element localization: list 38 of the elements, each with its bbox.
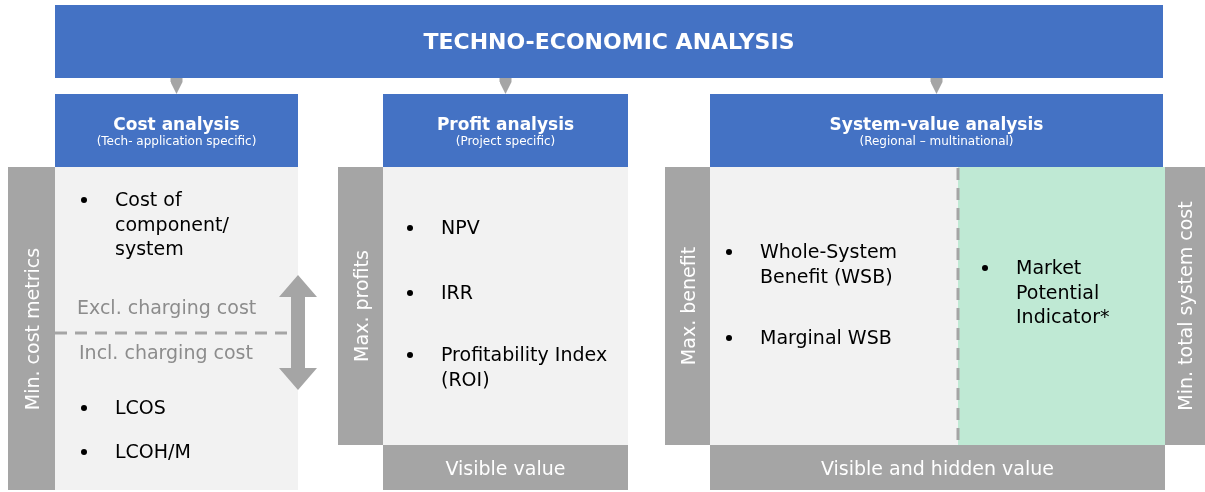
content-panel	[55, 167, 298, 490]
header-subtitle: (Tech- application specific)	[96, 133, 257, 148]
content-panel	[383, 167, 628, 445]
bullet-item: Whole-System Benefit (WSB)	[760, 240, 898, 287]
header-title: Cost analysis	[113, 113, 240, 134]
content-panel	[958, 167, 1165, 445]
footer-bar: Visible and hidden value	[710, 445, 1165, 490]
bullet-item: Marginal WSB	[760, 326, 892, 348]
arrow	[930, 78, 943, 94]
arrow	[499, 78, 512, 94]
footer-bar: Visible value	[383, 445, 628, 490]
header-subtitle: (Regional – multinational)	[859, 133, 1014, 148]
side-label-band	[1165, 167, 1205, 445]
divider-label: Incl. charging cost	[79, 340, 253, 365]
title-banner: TECHNO-ECONOMIC ANALYSIS	[55, 5, 1163, 78]
bullet-item: LCOH/M	[115, 440, 191, 462]
header-title: Profit analysis	[436, 113, 575, 134]
bullet-item: IRR	[441, 281, 473, 303]
section-header	[55, 94, 298, 167]
divider-label: Excl. charging cost	[77, 295, 257, 320]
header-subtitle: (Project specific)	[455, 133, 556, 148]
bullet-item: Cost of component/ system	[115, 188, 229, 260]
bullet-item: LCOS	[115, 396, 166, 418]
section-header	[710, 94, 1163, 167]
header-title: System-value analysis	[829, 113, 1044, 134]
side-label-band	[665, 167, 710, 445]
rotated-label: Min. total system cost	[1174, 201, 1196, 411]
bullet-item: Market Potential Indicator*	[1016, 256, 1110, 328]
rotated-label: Min. cost metrics	[20, 247, 43, 410]
bullet-item: Profitability Index (ROI)	[441, 343, 608, 390]
side-label-band	[8, 167, 55, 490]
bullet-item: NPV	[441, 216, 480, 238]
section-header	[383, 94, 628, 167]
side-label-band	[338, 167, 383, 445]
content-panel	[710, 167, 958, 445]
arrow	[170, 78, 183, 94]
rotated-label: Max. profits	[349, 250, 372, 362]
rotated-label: Max. benefit	[676, 246, 699, 366]
